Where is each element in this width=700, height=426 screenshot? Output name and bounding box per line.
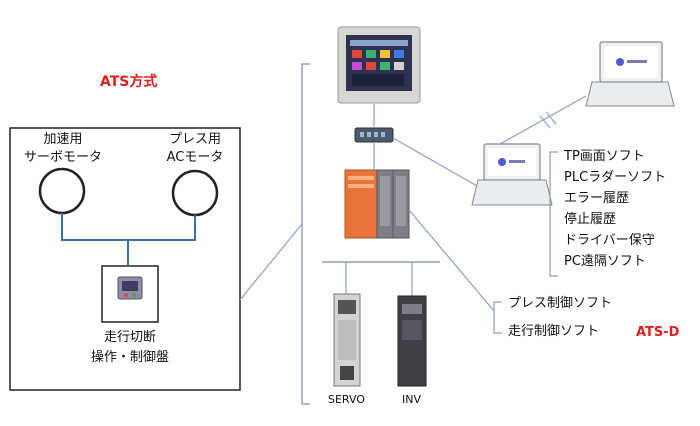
control-panel-box: [101, 265, 159, 323]
ats-system-box: [9, 127, 241, 391]
pc-software-item: エラー履歴: [564, 191, 630, 206]
servo-drive: [333, 293, 361, 387]
control-software-bracket: [493, 301, 502, 334]
servo-label: SERVO: [328, 393, 365, 406]
plc-unit: [344, 169, 410, 239]
network-bracket: [301, 63, 310, 405]
control-software-item: プレス制御ソフト: [508, 296, 613, 311]
control-software-item: 走行制御ソフト: [508, 324, 600, 339]
ats-title: ATS方式: [100, 74, 158, 90]
pc-software-item: PLCラダーソフト: [564, 170, 667, 185]
servo-motor-label-line1: 加速用: [43, 132, 83, 147]
panel-network-link: [239, 223, 303, 301]
panel-label-line1: 走行切断: [103, 330, 156, 345]
hub-to-laptop-link: [392, 137, 485, 191]
motor-wiring: [61, 213, 196, 241]
local-laptop: [471, 143, 553, 206]
plc-to-control-soft-link: [408, 209, 495, 312]
remote-link: [492, 95, 587, 149]
ac-motor-label-line1: プレス用: [168, 132, 221, 147]
ac-motor-label-line2: ACモータ: [166, 150, 224, 165]
remote-laptop: [585, 41, 675, 107]
pc-software-item: 停止履歴: [564, 212, 617, 227]
inv-label: INV: [402, 393, 421, 406]
pc-software-list: TP画面ソフト PLCラダーソフト エラー履歴 停止履歴 ドライバー保守 PC遠…: [564, 148, 666, 271]
inverter-drive: [397, 295, 427, 387]
pc-software-bracket: [549, 151, 558, 277]
network-hub: [354, 127, 394, 143]
pc-software-item: ドライバー保守: [564, 233, 655, 248]
ac-motor-circle: [171, 169, 219, 217]
panel-label-line2: 操作・制御盤: [90, 350, 169, 365]
servo-motor-circle: [38, 167, 86, 215]
ats-d-tag: ATS-D: [636, 325, 680, 340]
servo-motor-label-line2: サーボモータ: [23, 150, 102, 165]
pc-software-item: TP画面ソフト: [564, 149, 645, 164]
pc-software-item: PC遠隔ソフト: [564, 254, 646, 269]
hmi-touch-panel: [337, 26, 421, 104]
